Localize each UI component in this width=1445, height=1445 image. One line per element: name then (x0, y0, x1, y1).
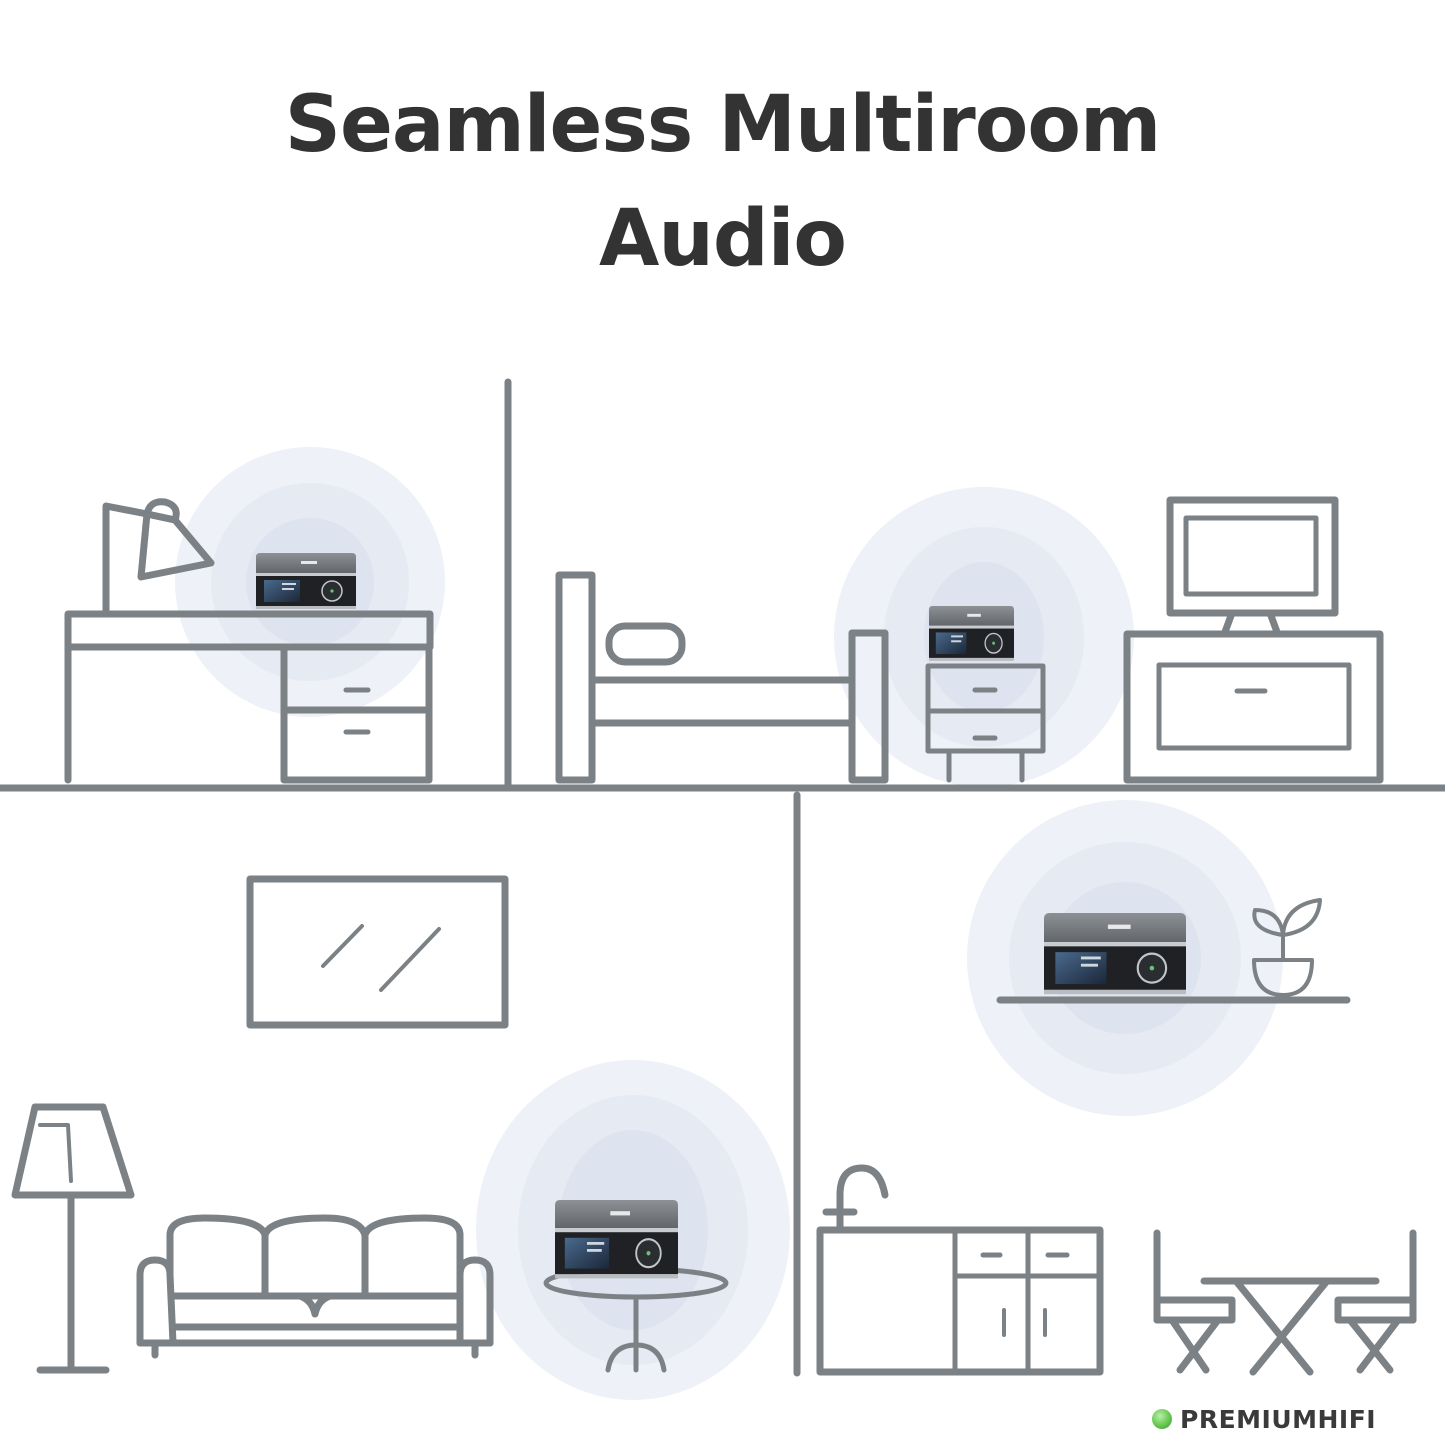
brand-name: PREMIUMHIFI (1180, 1404, 1377, 1434)
tv-icon (1166, 496, 1339, 636)
desk-icon (64, 610, 434, 784)
streamer-device-bedroom (928, 605, 1015, 662)
floor-lamp-icon (11, 1103, 135, 1374)
chair-left-icon (1153, 1229, 1236, 1374)
headline-line-1: Seamless Multiroom (284, 80, 1161, 170)
streamer-device-kitchen (1042, 911, 1188, 996)
sink-cabinet-icon (816, 1164, 1104, 1376)
headline: Seamless Multiroom Audio (0, 68, 1445, 296)
bed-icon (555, 571, 889, 784)
picture-frame-icon (246, 875, 509, 1029)
brand-logo: PREMIUMHIFI (1152, 1402, 1376, 1436)
brand-dot-icon (1152, 1409, 1172, 1429)
headline-line-2: Audio (598, 194, 847, 284)
sofa-icon (136, 1214, 494, 1359)
chair-right-icon (1334, 1229, 1417, 1374)
tv-cabinet-icon (1123, 630, 1384, 784)
desk-lamp-icon (102, 498, 215, 618)
dining-table-icon (1200, 1277, 1380, 1376)
streamer-device-living (553, 1198, 680, 1280)
streamer-device-study (255, 552, 357, 610)
plant-pot-icon (1252, 898, 1322, 997)
nightstand-icon (925, 663, 1046, 783)
